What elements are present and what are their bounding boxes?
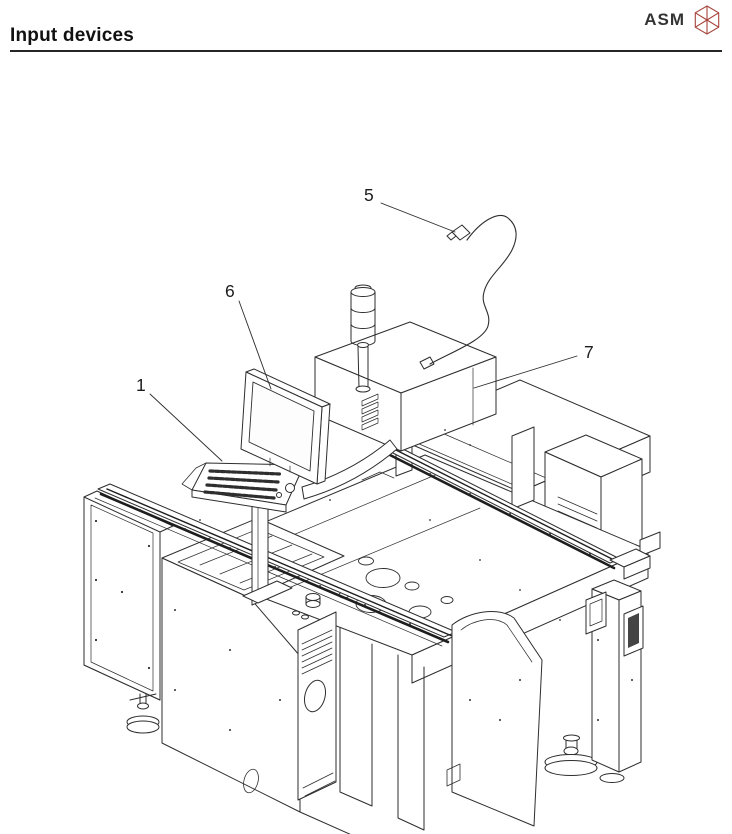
callout-labels: 1 5 6 7 xyxy=(136,185,594,395)
front-column-louvers xyxy=(301,629,333,675)
trackball xyxy=(285,483,295,493)
signal-tower xyxy=(350,284,376,393)
column-mount-plate xyxy=(585,591,607,635)
cable-plug xyxy=(419,356,435,370)
door-handle-cutout xyxy=(303,679,327,713)
callout-7-label: 7 xyxy=(584,342,594,362)
keyboard-item1 xyxy=(181,462,305,513)
asm-logo-hexagon-icon xyxy=(694,5,720,35)
keyboard-pedestal xyxy=(242,492,293,606)
box-louvers xyxy=(361,393,379,431)
conveyor-rail-right xyxy=(382,443,651,580)
callout-leaders xyxy=(149,202,578,462)
fastener-dots xyxy=(199,429,561,621)
panel-latch xyxy=(446,763,461,787)
signal-tower-pole xyxy=(357,346,369,389)
machine-left-panel xyxy=(83,490,174,701)
keyboard-keys xyxy=(203,469,282,500)
right-rear-column xyxy=(585,579,644,783)
asm-logo-text: ASM xyxy=(644,10,685,29)
front-center-bay xyxy=(299,627,425,834)
page-title: Input devices xyxy=(10,25,135,46)
callout-7-leader xyxy=(473,355,578,389)
callout-1-label: 1 xyxy=(136,375,146,395)
front-vent-column xyxy=(297,611,337,801)
header-rule xyxy=(10,50,722,52)
cable-connector xyxy=(451,224,471,241)
panel-bolts xyxy=(94,519,151,670)
keyboard-swing-arm xyxy=(301,439,398,500)
callout-5-leader xyxy=(380,202,456,233)
monitor-screen xyxy=(248,381,315,472)
emergency-stop-button xyxy=(292,593,321,620)
callout-1-leader xyxy=(149,393,223,462)
right-front-panel xyxy=(446,611,543,827)
callout-6-leader xyxy=(238,300,272,390)
asm-logo: ASM xyxy=(644,4,722,36)
conveyor-rail-left xyxy=(94,483,457,647)
lower-handle-cutout xyxy=(243,768,259,794)
callout-5-label: 5 xyxy=(364,185,374,205)
computer-box-item7 xyxy=(314,321,497,452)
leveling-foot-center xyxy=(544,734,598,776)
power-cable-item5 xyxy=(429,214,517,365)
callout-6-label: 6 xyxy=(225,281,235,301)
leveling-foot-left xyxy=(126,693,160,734)
